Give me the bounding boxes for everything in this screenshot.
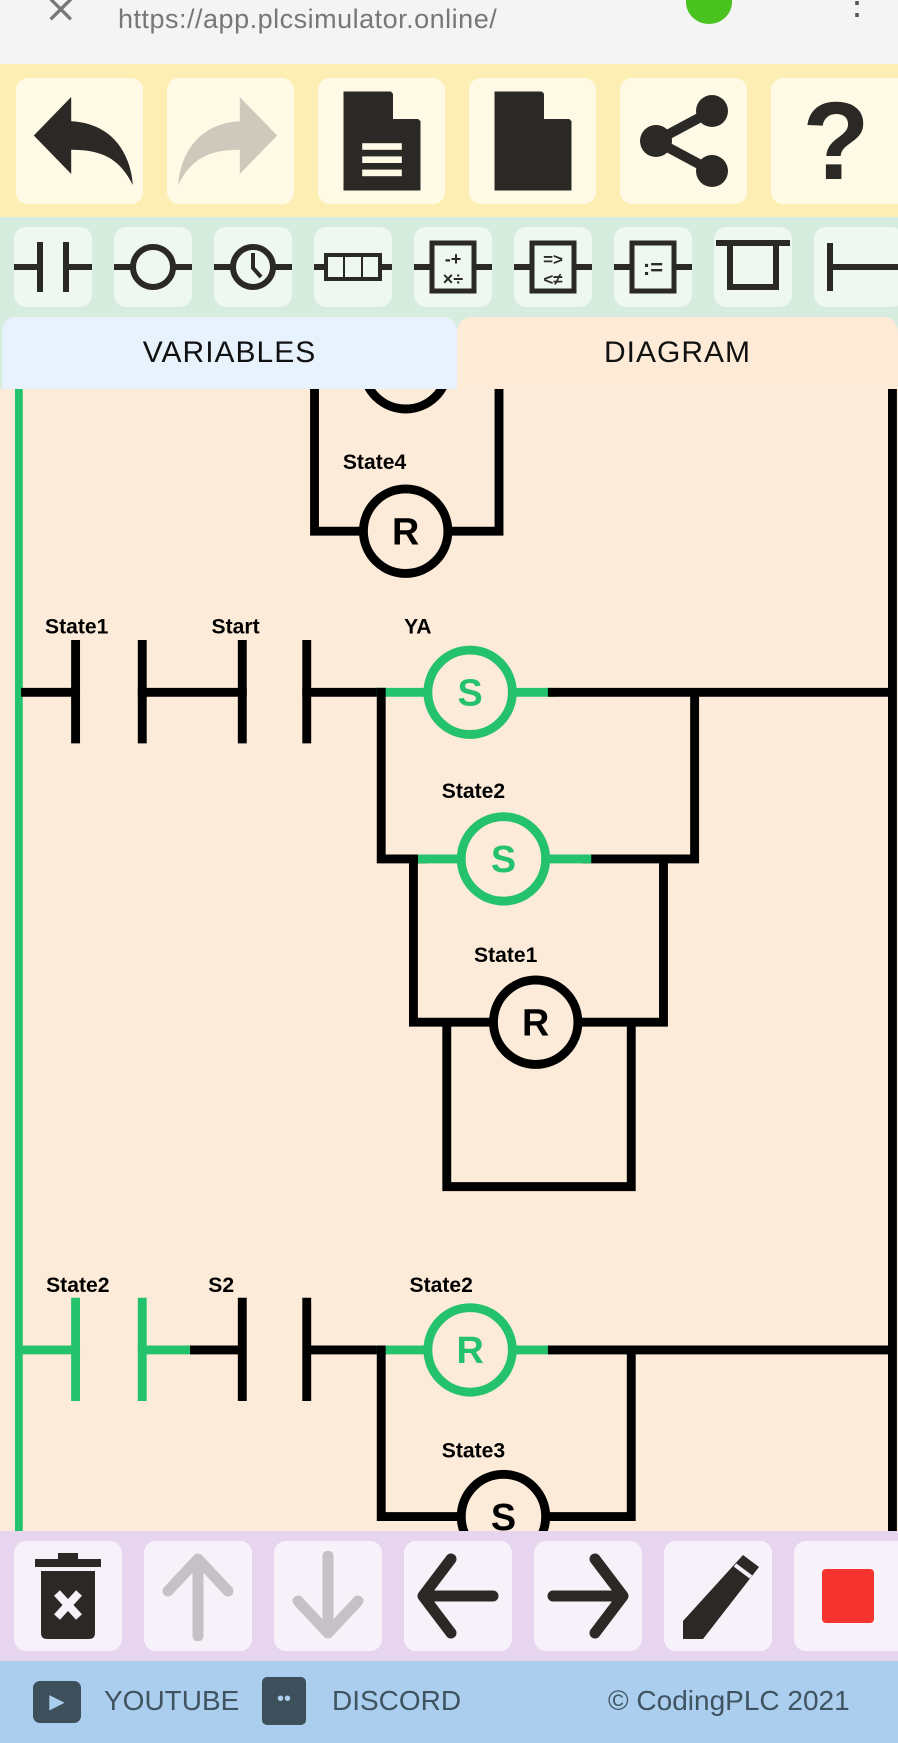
coil-type: S (491, 1497, 516, 1531)
stop-button[interactable] (794, 1541, 898, 1651)
coil-ya-set[interactable] (423, 645, 517, 739)
element-label: State2 (46, 1274, 109, 1297)
element-label: State2 (442, 780, 505, 803)
coil-state2-set[interactable] (456, 812, 551, 906)
contact-icon (14, 242, 92, 292)
copyright-text: © CodingPLC 2021 (608, 1685, 850, 1716)
move-down-icon (292, 1551, 364, 1639)
open-button[interactable] (318, 78, 445, 204)
coil-state1-reset[interactable] (489, 975, 583, 1069)
url-text[interactable]: https://app.plcsimulator.online/ (118, 4, 498, 34)
contact-tool[interactable] (14, 227, 92, 307)
element-toolbar: -+×÷ =><≠ := (0, 217, 898, 317)
share-icon (639, 95, 728, 187)
svg-text:-+: -+ (445, 249, 462, 269)
edit-button[interactable] (664, 1541, 772, 1651)
move-up-button[interactable] (144, 1541, 252, 1651)
svg-text:=>: => (543, 250, 563, 269)
help-button[interactable]: ? (771, 78, 898, 204)
youtube-link[interactable]: YOUTUBE (104, 1685, 240, 1716)
svg-text:<≠: <≠ (543, 270, 563, 289)
branch-tool[interactable] (714, 227, 792, 307)
branch-icon (716, 240, 790, 290)
wire-icon (827, 243, 898, 291)
undo-button[interactable] (16, 78, 143, 204)
discord-link[interactable]: DISCORD (332, 1685, 462, 1716)
move-left-button[interactable] (404, 1541, 512, 1651)
ladder-diagram-canvas[interactable]: R S S R R S State4 State1 Start YA State… (0, 320, 898, 1564)
coil-icon (114, 244, 192, 290)
compare-icon: =><≠ (514, 240, 592, 294)
delete-button[interactable] (14, 1541, 122, 1651)
extension-icon[interactable] (686, 0, 732, 24)
youtube-icon[interactable]: ▶ (33, 1681, 81, 1723)
element-label: Start (212, 615, 260, 638)
tab-variables[interactable]: VARIABLES (2, 317, 457, 389)
main-toolbar: ? (0, 64, 898, 217)
wire-tool[interactable] (814, 227, 898, 307)
edit-icon (683, 1555, 759, 1639)
element-label: YA (404, 615, 431, 638)
move-right-button[interactable] (534, 1541, 642, 1651)
share-button[interactable] (620, 78, 747, 204)
more-menu-icon[interactable]: ⋮ (840, 0, 874, 22)
redo-icon (177, 97, 277, 185)
coil-type: S (458, 673, 483, 715)
footer: ▶ YOUTUBE •• DISCORD © CodingPLC 2021 (0, 1661, 898, 1743)
element-label: State1 (45, 615, 109, 638)
stop-icon (822, 1569, 874, 1623)
discord-icon[interactable]: •• (262, 1677, 306, 1725)
element-label: State4 (343, 451, 407, 474)
new-document-icon (494, 91, 571, 191)
browser-address-bar: ⨯ https://app.plcsimulator.online/ ⋮ (0, 0, 898, 64)
coil-state2-reset[interactable] (423, 1303, 517, 1397)
svg-text:×÷: ×÷ (443, 269, 464, 289)
element-label: State3 (442, 1440, 505, 1463)
assign-icon: := (614, 240, 692, 294)
redo-button[interactable] (167, 78, 294, 204)
move-left-icon (417, 1553, 499, 1639)
timer-icon (214, 244, 292, 290)
coil-type: R (456, 1330, 483, 1372)
timer-tool[interactable] (214, 227, 292, 307)
compare-tool[interactable]: =><≠ (514, 227, 592, 307)
coil-type: R (522, 1003, 549, 1045)
help-icon: ? (802, 79, 870, 203)
undo-icon (33, 97, 133, 185)
counter-tool[interactable] (314, 227, 392, 307)
element-label: State1 (474, 944, 538, 967)
move-up-icon (162, 1553, 234, 1641)
element-label: S2 (208, 1274, 234, 1297)
close-icon[interactable]: ⨯ (44, 0, 78, 31)
open-document-icon (343, 91, 420, 191)
element-label: State2 (410, 1274, 473, 1297)
new-button[interactable] (469, 78, 596, 204)
coil-tool[interactable] (114, 227, 192, 307)
tab-diagram[interactable]: DIAGRAM (457, 317, 898, 389)
move-right-icon (547, 1553, 629, 1639)
tab-bar: VARIABLES DIAGRAM (0, 317, 898, 389)
assign-tool[interactable]: := (614, 227, 692, 307)
move-down-button[interactable] (274, 1541, 382, 1651)
coil-state4-reset[interactable] (358, 484, 453, 578)
coil-type: R (392, 512, 419, 554)
edit-toolbar (0, 1531, 898, 1661)
coil-type: S (491, 839, 516, 881)
delete-icon (35, 1553, 101, 1639)
math-icon: -+×÷ (414, 240, 492, 294)
svg-text::=: := (643, 255, 663, 280)
math-tool[interactable]: -+×÷ (414, 227, 492, 307)
counter-icon (314, 253, 392, 281)
